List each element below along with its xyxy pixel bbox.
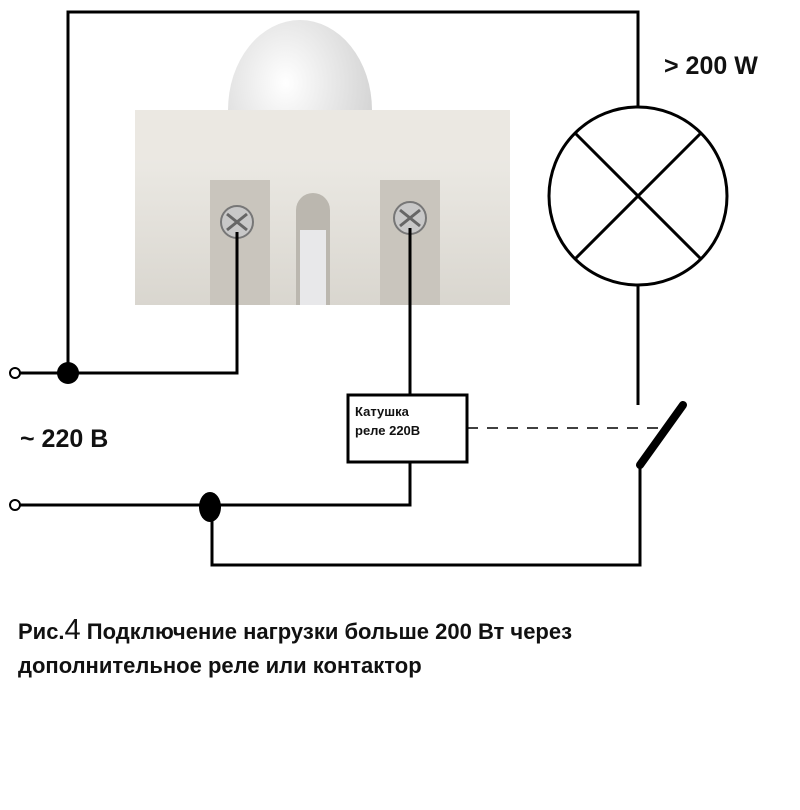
relay-coil-box xyxy=(346,393,469,464)
figure-caption-line1: Рис.4 Подключение нагрузки больше 200 Вт… xyxy=(18,614,572,647)
caption-text: Подключение нагрузки больше 200 Вт через xyxy=(80,619,573,644)
caption-number: 4 xyxy=(64,614,81,646)
junction-node xyxy=(57,362,79,384)
motion-sensor-photo xyxy=(135,20,510,305)
load-power-label: > 200 W xyxy=(664,52,758,80)
mains-terminal-phase xyxy=(9,367,21,379)
relay-contact-switch xyxy=(636,401,687,469)
relay-coil-line1: Катушка xyxy=(355,404,409,419)
mains-voltage-label: ~ 220 B xyxy=(20,425,109,453)
relay-coil-label: Катушка реле 220В xyxy=(355,402,420,440)
relay-coil-line2: реле 220В xyxy=(355,423,421,438)
lamp-icon xyxy=(547,105,729,287)
junction-node xyxy=(199,492,221,522)
figure-caption-line2: дополнительное реле или контактор xyxy=(18,653,422,678)
caption-prefix: Рис. xyxy=(18,619,65,644)
wires xyxy=(15,10,642,567)
mains-terminal-neutral xyxy=(9,499,21,511)
